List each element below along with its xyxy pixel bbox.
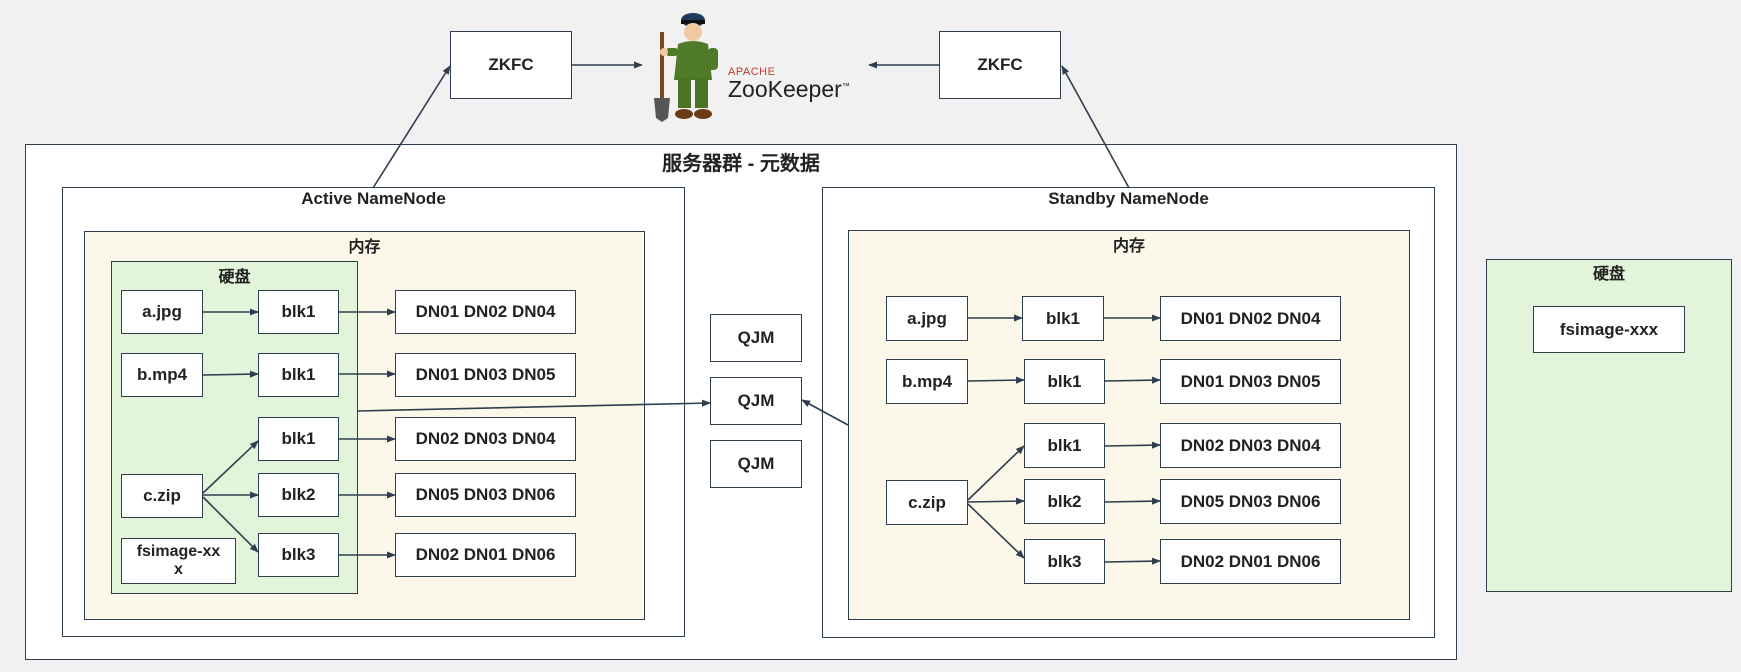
zookeeper-trademark: ™ xyxy=(841,81,850,91)
block-label: blk1 xyxy=(1047,435,1082,455)
arrow-standby-blk-to-loc-4 xyxy=(1104,497,1161,505)
block-label: blk2 xyxy=(1047,491,1082,511)
standby-memory-title: 内存 xyxy=(1112,238,1145,255)
location-label: DN02 DN03 DN04 xyxy=(1180,435,1321,455)
zkfc-right-label: ZKFC xyxy=(977,55,1023,75)
standby-location-1: DN01 DN02 DN04 xyxy=(1160,296,1341,341)
active-file-a-jpg: a.jpg xyxy=(121,290,203,334)
active-block-5: blk3 xyxy=(258,533,339,577)
file-label: fsimage-xxx xyxy=(136,542,221,578)
file-label: fsimage-xxx xyxy=(1559,319,1659,339)
standby-namenode-title: Standby NameNode xyxy=(1048,189,1209,208)
active-file-fsimage: fsimage-xxx xyxy=(121,538,236,584)
file-label: b.mp4 xyxy=(136,365,188,385)
active-block-3: blk1 xyxy=(258,417,339,461)
active-location-5: DN02 DN01 DN06 xyxy=(395,533,576,577)
zookeeper-wordmark: ZooKeeper™ xyxy=(728,76,850,103)
qjm-box-1: QJM xyxy=(710,314,802,362)
standby-location-3: DN02 DN03 DN04 xyxy=(1160,423,1341,468)
standby-disk-fsimage: fsimage-xxx xyxy=(1533,306,1685,353)
arrow-active-to-qjm xyxy=(357,399,711,412)
arrow-standby-c-to-blk3 xyxy=(967,503,1025,559)
block-label: blk1 xyxy=(281,302,316,322)
location-label: DN05 DN03 DN06 xyxy=(1180,491,1321,511)
active-block-1: blk1 xyxy=(258,290,339,334)
active-location-1: DN01 DN02 DN04 xyxy=(395,290,576,334)
standby-file-a-jpg: a.jpg xyxy=(886,296,968,341)
block-label: blk3 xyxy=(281,545,316,565)
location-label: DN01 DN02 DN04 xyxy=(1180,308,1321,328)
arrow-standby-blk-to-loc-3 xyxy=(1104,441,1161,449)
file-label: a.jpg xyxy=(907,308,947,328)
qjm-label: QJM xyxy=(737,328,775,348)
file-label: a.jpg xyxy=(142,302,182,322)
location-label: DN01 DN02 DN04 xyxy=(415,302,556,322)
zkfc-right-box: ZKFC xyxy=(939,31,1061,99)
block-label: blk1 xyxy=(1047,371,1082,391)
block-label: blk3 xyxy=(1047,551,1082,571)
standby-location-4: DN05 DN03 DN06 xyxy=(1160,479,1341,524)
block-label: blk1 xyxy=(1045,308,1081,328)
standby-block-5: blk3 xyxy=(1024,539,1105,584)
file-label: c.zip xyxy=(908,492,946,512)
active-location-3: DN02 DN03 DN04 xyxy=(395,417,576,461)
apache-label: APACHE xyxy=(728,66,776,78)
zookeeper-keeper-icon xyxy=(654,13,718,122)
qjm-box-3: QJM xyxy=(710,440,802,488)
arrow-standby-c-to-blk2 xyxy=(967,497,1025,505)
arrow-standby-b-to-blk xyxy=(967,376,1025,384)
arrow-active-c-to-blk1 xyxy=(202,440,259,494)
file-label: b.mp4 xyxy=(901,371,953,391)
active-memory-title: 内存 xyxy=(348,239,381,256)
zkfc-left-label: ZKFC xyxy=(488,55,534,75)
active-block-4: blk2 xyxy=(258,473,339,517)
standby-block-1: blk1 xyxy=(1022,296,1104,341)
arrow-standby-blk-to-loc-2 xyxy=(1104,376,1161,384)
active-disk-title: 硬盘 xyxy=(218,269,251,286)
standby-file-c-zip: c.zip xyxy=(886,480,968,525)
active-namenode-title: Active NameNode xyxy=(301,189,446,208)
arrow-active-b-to-blk xyxy=(202,370,259,378)
active-file-c-zip: c.zip xyxy=(121,474,203,518)
standby-block-3: blk1 xyxy=(1024,423,1105,468)
active-location-2: DN01 DN03 DN05 xyxy=(395,353,576,397)
standby-disk-title: 硬盘 xyxy=(1592,266,1625,283)
arrow-active-to-zkfc xyxy=(372,65,451,189)
location-label: DN01 DN03 DN05 xyxy=(1180,371,1321,391)
location-label: DN01 DN03 DN05 xyxy=(415,365,556,385)
active-location-4: DN05 DN03 DN06 xyxy=(395,473,576,517)
arrow-standby-to-zkfc xyxy=(1061,65,1130,189)
standby-file-b-mp4: b.mp4 xyxy=(886,359,968,404)
arrow-standby-blk-to-loc-5 xyxy=(1104,557,1161,565)
zkfc-left-box: ZKFC xyxy=(450,31,572,99)
standby-location-5: DN02 DN01 DN06 xyxy=(1160,539,1341,584)
block-label: blk1 xyxy=(281,429,316,449)
block-label: blk2 xyxy=(281,485,316,505)
arrow-standby-c-to-blk1 xyxy=(967,445,1025,501)
active-file-b-mp4: b.mp4 xyxy=(121,353,203,397)
cluster-title: 服务器群 - 元数据 xyxy=(662,153,820,175)
zookeeper-name: ZooKeeper xyxy=(728,76,842,102)
qjm-label: QJM xyxy=(737,454,775,474)
qjm-label: QJM xyxy=(737,391,775,411)
active-block-2: blk1 xyxy=(258,353,339,397)
location-label: DN02 DN01 DN06 xyxy=(1180,551,1321,571)
location-label: DN02 DN01 DN06 xyxy=(415,545,556,565)
location-label: DN05 DN03 DN06 xyxy=(415,485,556,505)
standby-location-2: DN01 DN03 DN05 xyxy=(1160,359,1341,404)
zookeeper-logo: APACHE ZooKeeper™ xyxy=(648,10,858,122)
file-label: c.zip xyxy=(143,486,181,506)
standby-block-4: blk2 xyxy=(1024,479,1105,524)
arrow-standby-to-qjm xyxy=(801,399,849,426)
block-label: blk1 xyxy=(281,365,316,385)
location-label: DN02 DN03 DN04 xyxy=(415,429,556,449)
arrow-active-c-to-blk3 xyxy=(202,496,259,553)
